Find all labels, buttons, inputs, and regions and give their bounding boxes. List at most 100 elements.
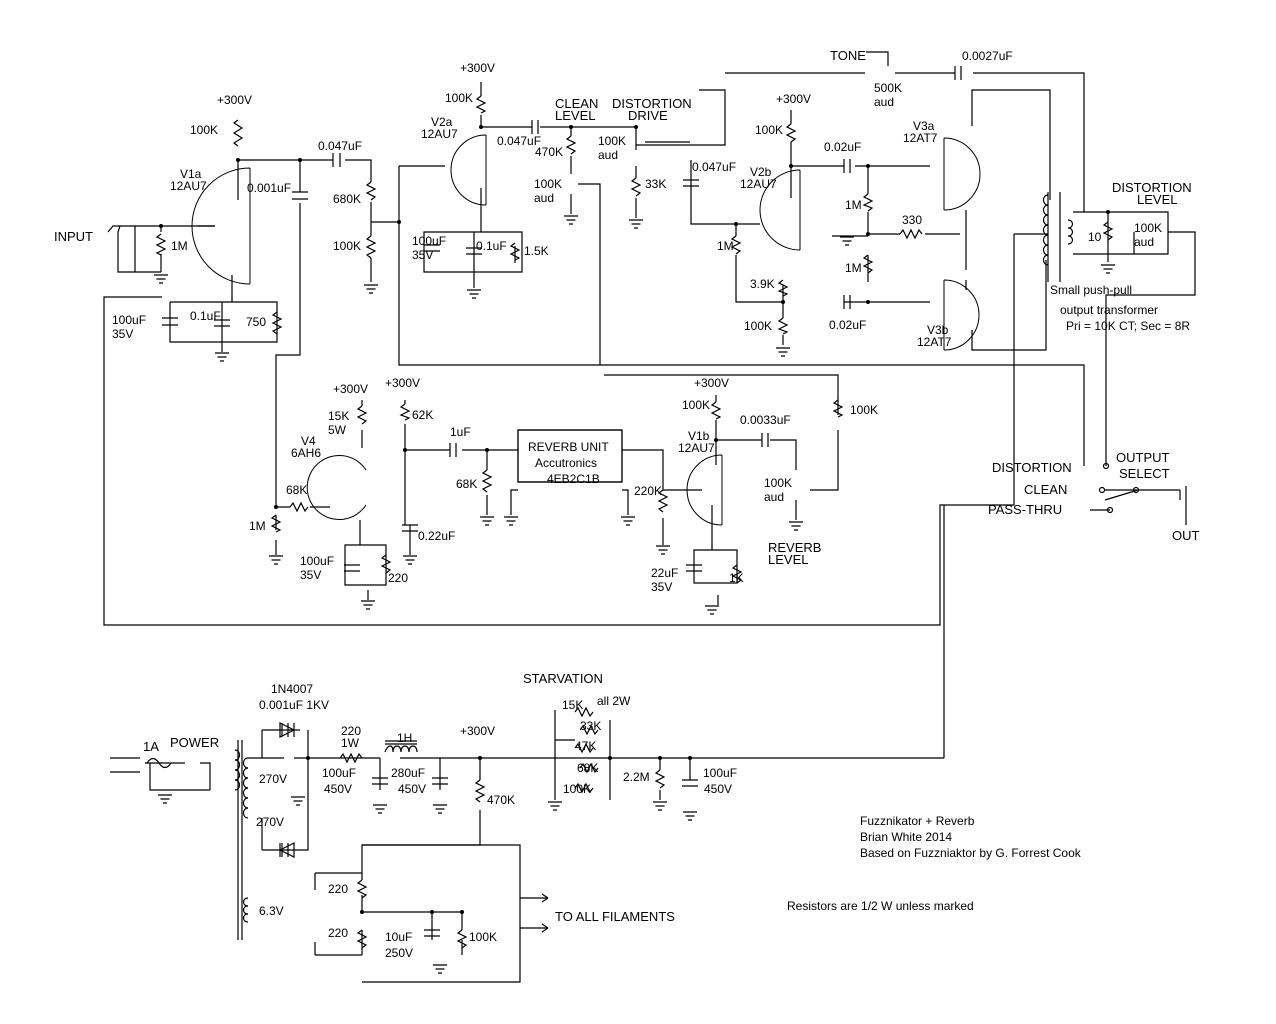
resistor-r220-ps [339,752,363,764]
cap-c01a [214,319,230,327]
reverb-unit-box [517,429,623,483]
supply-v63: 6.3V [259,904,284,918]
output-select-switch [1098,462,1140,514]
label-c047b: 0.047uF [497,134,541,148]
cap-c22 [686,564,702,572]
resistor-r39k [777,279,789,297]
supply-r470k: 470K [487,793,515,807]
supply-v270b: 270V [256,815,284,829]
supply-c280v: 450V [398,782,426,796]
filament-arrows [541,893,549,933]
supply-rf100k: 100K [469,930,497,944]
label-r1m-g: 1M [717,239,734,253]
resistor-r1m-v4 [270,514,282,533]
supply-c100v: 450V [324,782,352,796]
resistor-r100k-v2b [785,123,797,143]
cap-c002b [843,295,851,309]
project-title: Fuzznikator + Reverb [860,814,975,828]
resistor-rf220a [356,879,368,899]
supply-r47k: 47K [575,739,596,753]
fuse [146,757,172,769]
resistor-r100k-rv [832,399,844,418]
project-author: Brian White 2014 [860,830,952,844]
tone-label: TONE [830,48,866,63]
resistor-r1m-b [862,254,874,274]
resistor-note: Resistors are 1/2 W unless marked [787,899,974,913]
cap-c100-35b [424,244,440,252]
supply-c100b: 100uF [703,766,737,780]
coil-power-primary [234,740,243,940]
cap-c10-ps [424,929,440,937]
coil-power-sec-270 [242,757,249,819]
supply-c280: 280uF [391,766,425,780]
resistor-r100k-v1a [232,119,244,147]
supply-diode: 1N4007 [271,682,313,696]
label-c1u: 1uF [450,425,471,439]
label-b300-v1b: +300V [694,376,729,390]
cap-c1u [449,443,457,457]
resistor-r33k [630,177,642,197]
supply-rf220a: 220 [328,882,348,896]
label-r100k-t: 100K [744,319,772,333]
wiring [103,51,1196,983]
supply-r100k: 100K [563,782,591,796]
resistor-r220-v4 [380,554,392,574]
cap-c001 [292,191,308,200]
label-r33k: 33K [645,177,666,191]
fuse-label: 1A [143,739,159,754]
resistor-r1m-a [862,193,874,212]
resistor-r68k-st [579,762,599,774]
label-c0033: 0.0033uF [740,413,791,427]
label-r100k-rv: 100K [850,403,878,417]
label-b300-v4a: +300V [333,382,368,396]
cap-c100b-ps [682,779,698,787]
label-c002b: 0.02uF [829,318,866,332]
label-b300-v2b: +300V [776,92,811,106]
resistor-r330 [899,228,923,240]
components [146,66,1140,974]
supply-r33k: 33K [580,719,601,733]
label-r220-v4: 220 [388,571,408,585]
resistor-r15k-st [574,706,594,718]
supply-c100: 100uF [322,766,356,780]
label-r39k: 3.9K [750,277,775,291]
coil-power-sec-63 [242,897,249,923]
label-r1k: 1K [729,571,744,585]
cap-c01b [466,247,482,255]
label-b300-v1a: +300V [217,93,252,107]
resistor-r100k-t [777,317,789,335]
diode-2 [278,842,295,858]
cap-c100-35a [162,317,178,326]
label-r100k-v2b: 100K [755,123,783,137]
label-r470k-cl: 470K [535,145,563,159]
label-r68k-g: 68K [286,483,307,497]
label-r220k: 220K [634,484,662,498]
label-c01b: 0.1uF [476,239,507,253]
resistor-r68k-g [289,501,309,513]
label-c022: 0.22uF [418,529,455,543]
label-r1m-b: 1M [845,261,862,275]
label-r10: 10 [1088,230,1102,244]
label-b300-v2a: +300V [460,61,495,75]
label-r100k-v1a: 100K [190,123,218,137]
distortion-option: DISTORTION [992,460,1072,475]
reverb-unit-l1: REVERB UNIT [528,440,609,454]
resistor-r33k-st [579,724,599,736]
label-r1m-v4: 1M [249,519,266,533]
resistor-r1m-in [155,233,167,256]
resistor-rf100k [456,929,468,949]
label-r680k: 680K [333,192,361,206]
label-r68k-ru: 68K [456,477,477,491]
transformer-line1: Small push-pull [1050,283,1132,297]
resistor-rf220b [356,929,368,949]
clean-option: CLEAN [1024,482,1067,497]
resistor-r100k-v2a [475,95,487,114]
starvation-label: STARVATION [523,671,603,686]
